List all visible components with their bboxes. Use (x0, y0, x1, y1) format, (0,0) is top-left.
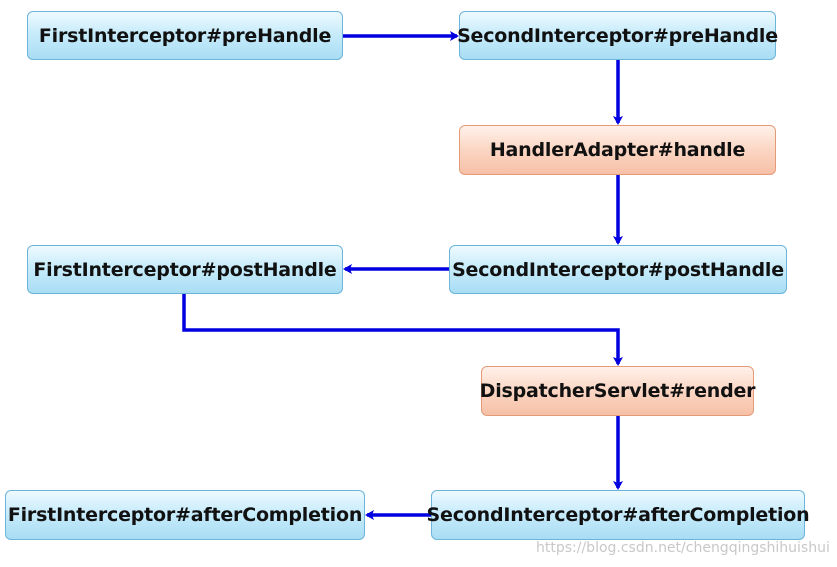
node-first-interceptor-posthandle: FirstInterceptor#postHandle (27, 245, 343, 294)
node-second-interceptor-aftercompletion: SecondInterceptor#afterCompletion (427, 490, 810, 540)
node-second-interceptor-posthandle: SecondInterceptor#postHandle (449, 245, 787, 294)
watermark-text: https://blog.csdn.net/chengqingshihuishu… (536, 540, 830, 556)
node-first-interceptor-prehandle: FirstInterceptor#preHandle (27, 11, 343, 60)
arrow-first-post-to-dispatcher-render (182, 294, 623, 366)
node-handler-adapter-handle: HandlerAdapter#handle (459, 125, 776, 175)
node-first-interceptor-aftercompletion: FirstInterceptor#afterCompletion (5, 490, 365, 540)
node-second-interceptor-prehandle: SecondInterceptor#preHandle (457, 11, 778, 60)
node-dispatcher-servlet-render: DispatcherServlet#render (480, 366, 756, 416)
